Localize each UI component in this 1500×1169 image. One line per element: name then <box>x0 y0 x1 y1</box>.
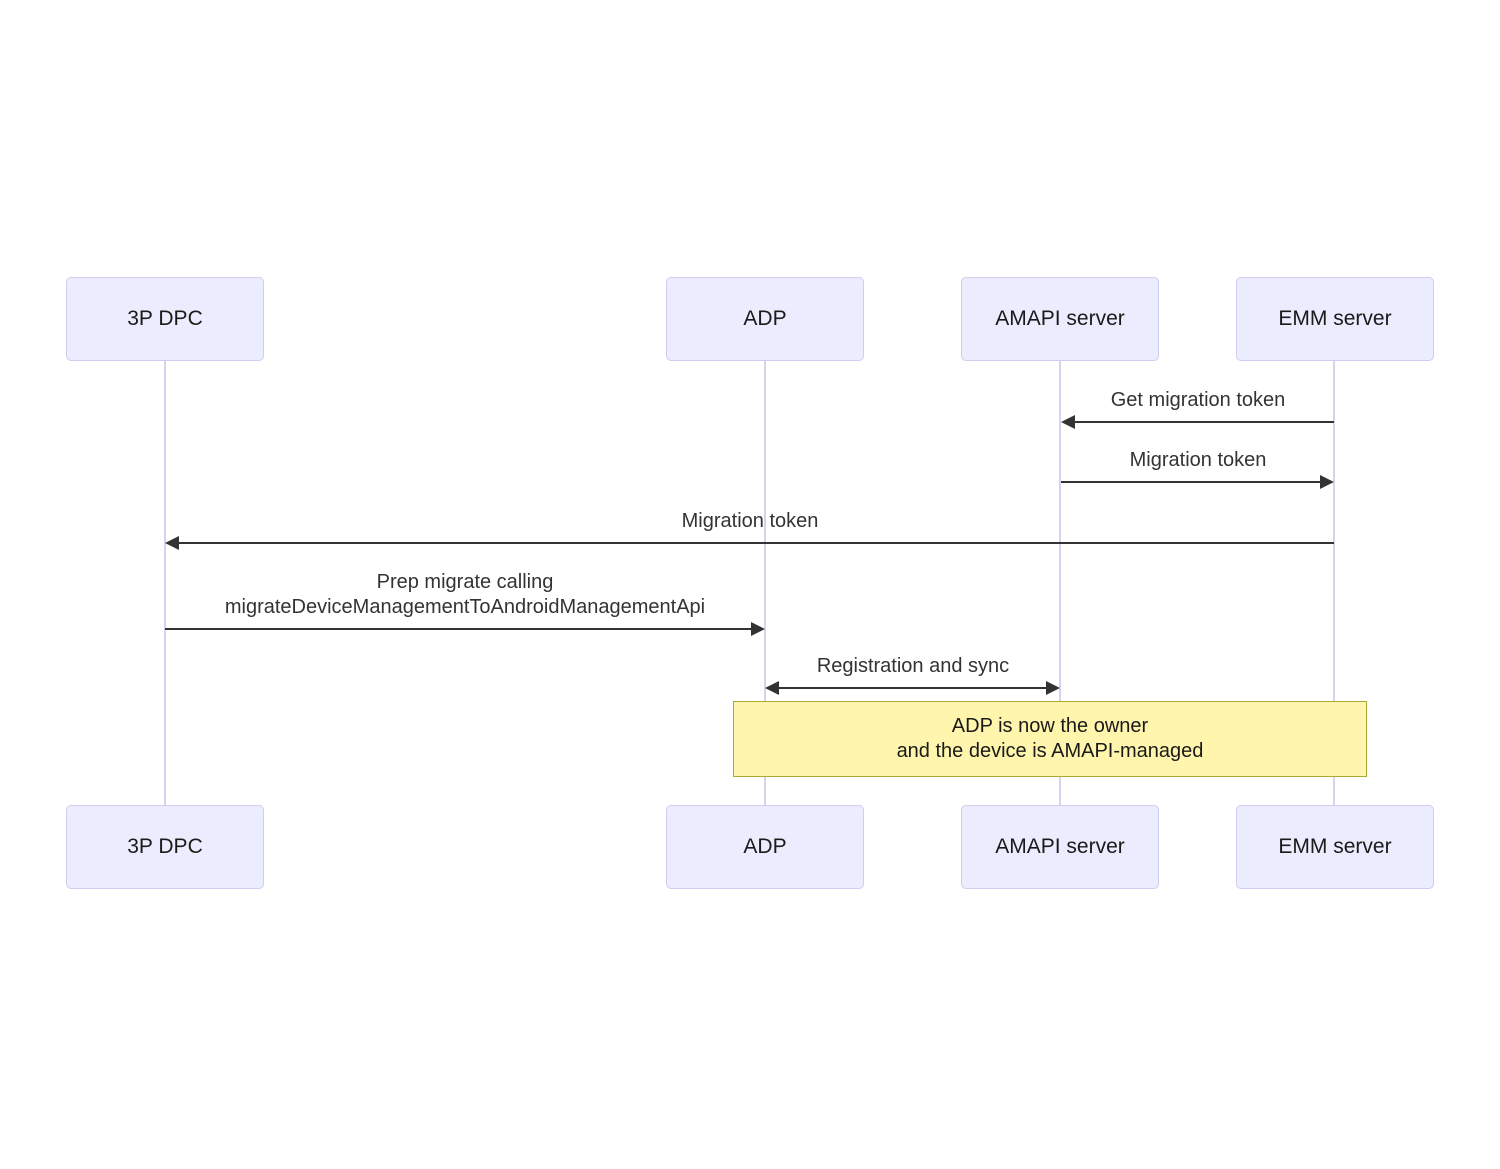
actor-amapi-server-top: AMAPI server <box>961 277 1159 361</box>
message-label-get-migration-token: Get migration token <box>1110 389 1286 411</box>
message-label-migration-token-to-dpc: Migration token <box>681 510 819 532</box>
actor-label: AMAPI server <box>995 835 1125 858</box>
note-line-1: ADP is now the owner <box>951 715 1149 737</box>
message-label-prep-migrate-line1: Prep migrate calling <box>376 571 554 593</box>
message-line <box>1063 421 1334 423</box>
actor-adp-top: ADP <box>666 277 864 361</box>
actor-amapi-server-bottom: AMAPI server <box>961 805 1159 889</box>
lifeline-amapi-server <box>1059 361 1061 805</box>
actor-label: 3P DPC <box>127 307 203 330</box>
message-line <box>179 542 1334 544</box>
actor-label: AMAPI server <box>995 307 1125 330</box>
actor-label: EMM server <box>1278 307 1392 330</box>
actor-label: 3P DPC <box>127 835 203 858</box>
message-line <box>1061 481 1320 483</box>
actor-adp-bottom: ADP <box>666 805 864 889</box>
note-line-2: and the device is AMAPI-managed <box>896 740 1204 762</box>
actor-emm-server-top: EMM server <box>1236 277 1434 361</box>
message-label-registration-and-sync: Registration and sync <box>816 655 1010 677</box>
lifeline-emm-server <box>1333 361 1335 805</box>
actor-label: ADP <box>743 835 787 858</box>
note-adp-owner: ADP is now the owner and the device is A… <box>733 701 1367 777</box>
arrowhead-right-icon <box>751 622 765 636</box>
message-label-migration-token: Migration token <box>1129 449 1267 471</box>
arrowhead-left-icon <box>765 681 779 695</box>
actor-3p-dpc-bottom: 3P DPC <box>66 805 264 889</box>
arrowhead-left-icon <box>1061 415 1075 429</box>
message-line <box>165 628 751 630</box>
lifeline-3p-dpc <box>164 361 166 805</box>
message-label-prep-migrate-line2: migrateDeviceManagementToAndroidManageme… <box>224 596 706 618</box>
lifeline-adp <box>764 361 766 805</box>
arrowhead-left-icon <box>165 536 179 550</box>
actor-3p-dpc-top: 3P DPC <box>66 277 264 361</box>
arrowhead-right-icon <box>1320 475 1334 489</box>
message-line <box>779 687 1047 689</box>
actor-label: EMM server <box>1278 835 1392 858</box>
arrowhead-right-icon <box>1046 681 1060 695</box>
actor-label: ADP <box>743 307 787 330</box>
actor-emm-server-bottom: EMM server <box>1236 805 1434 889</box>
